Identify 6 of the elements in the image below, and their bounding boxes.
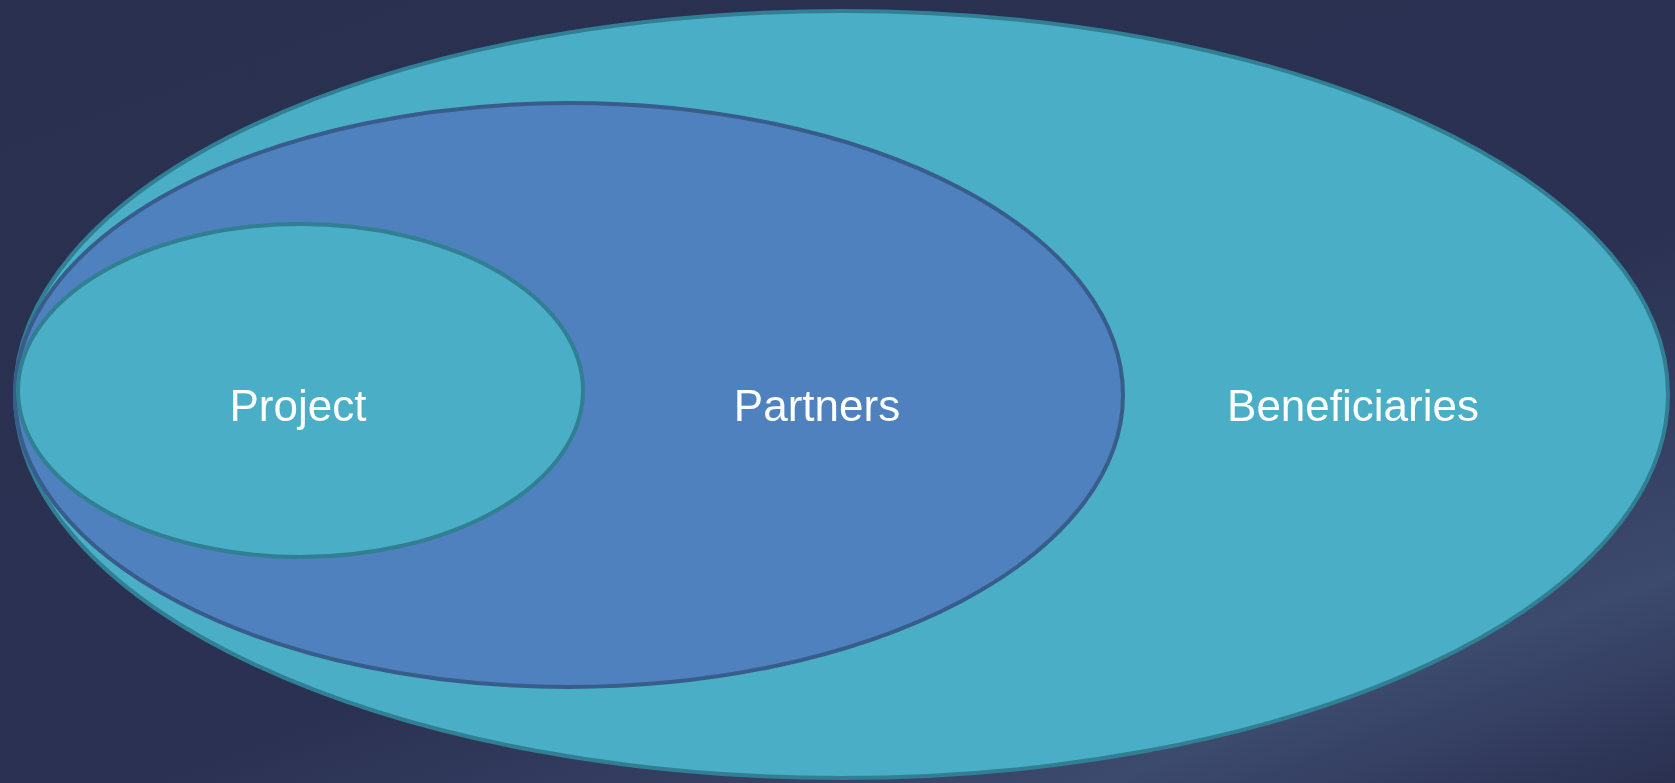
- ellipse-region: [16, 222, 585, 559]
- ellipse-label: Project: [229, 381, 367, 431]
- ellipse-label: Partners: [733, 381, 901, 431]
- ellipse-region: [13, 9, 1670, 780]
- ellipse-label: Beneficiaries: [1227, 381, 1479, 431]
- ellipse-region: [13, 101, 1125, 689]
